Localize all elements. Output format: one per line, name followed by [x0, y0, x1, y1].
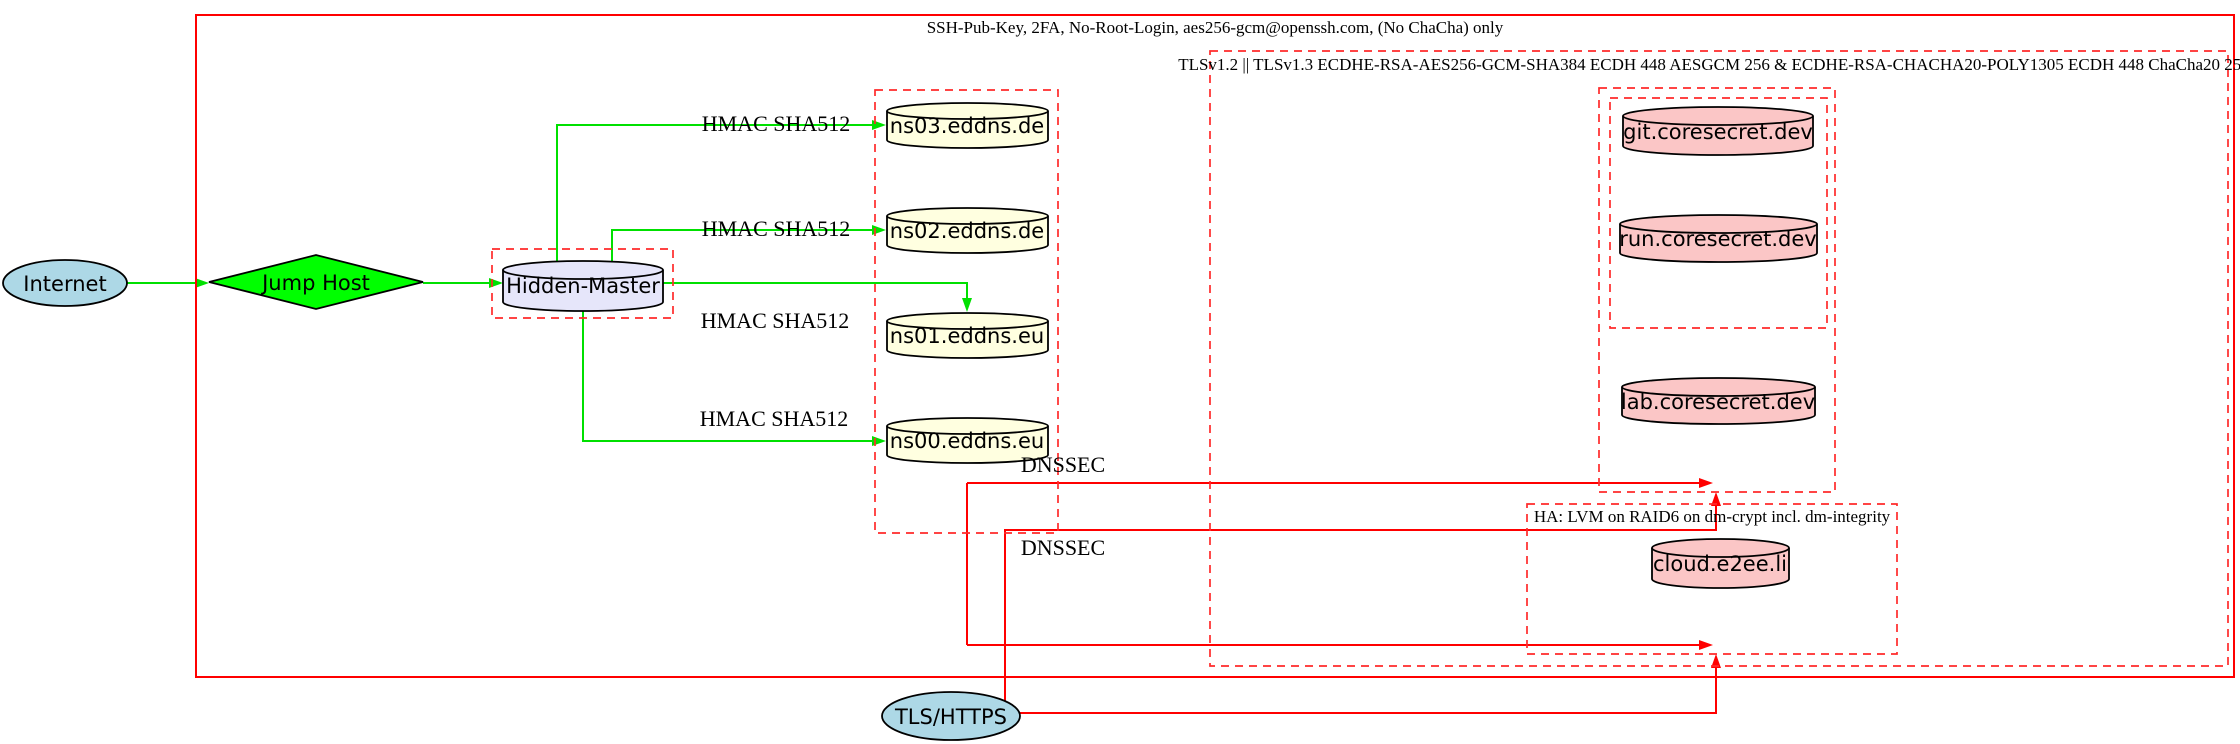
ns03-label: ns03.eddns.de	[890, 114, 1044, 138]
ha-zone-label: HA: LVM on RAID6 on dm-crypt incl. dm-in…	[1534, 507, 1891, 526]
node-cloud-e2ee	[1651, 538, 1790, 589]
cluster-nameservers-box	[874, 89, 1059, 534]
ns02-label: ns02.eddns.de	[890, 219, 1044, 243]
jump-host-label: Jump Host	[260, 271, 370, 295]
cluster-ha-zone-box	[1526, 503, 1898, 655]
run-label: run.coresecret.dev	[1619, 227, 1817, 251]
node-ns02	[886, 207, 1049, 254]
hmac-label-ns03: HMAC SHA512	[702, 111, 851, 136]
node-git-coresecret	[1622, 106, 1814, 156]
tls-zone-label: TLSv1.2 || TLSv1.3 ECDHE-RSA-AES256-GCM-…	[1178, 55, 2240, 74]
edge-hiddenmaster-to-ns03	[556, 120, 886, 266]
ns00-label: ns00.eddns.eu	[890, 429, 1044, 453]
hmac-label-ns01: HMAC SHA512	[701, 308, 850, 333]
ssh-zone-label: SSH-Pub-Key, 2FA, No-Root-Login, aes256-…	[927, 18, 1504, 37]
edge-tlshttps-to-e2ee	[1020, 654, 1721, 714]
node-hidden-master	[502, 260, 664, 312]
node-jump-host	[208, 254, 424, 310]
dnssec-label-1: DNSSEC	[1021, 452, 1105, 477]
dnssec-label-2: DNSSEC	[1021, 535, 1105, 560]
cloud-label: cloud.e2ee.li	[1653, 552, 1787, 576]
node-run-coresecret	[1619, 214, 1818, 263]
cluster-hidden-master-box	[491, 248, 674, 319]
node-ns01	[886, 312, 1049, 359]
node-tls-https	[881, 691, 1021, 741]
edge-internet-to-jumphost	[127, 278, 209, 288]
lab-label: lab.coresecret.dev	[1621, 390, 1815, 414]
cluster-ssh-zone-box	[195, 14, 2235, 678]
edge-hiddenmaster-to-ns01	[663, 282, 972, 312]
hmac-label-ns02: HMAC SHA512	[702, 216, 851, 241]
edge-dnssec-to-coresecret	[966, 478, 1713, 645]
edge-tlshttps-to-coresecret	[1004, 492, 1721, 702]
hidden-master-label: Hidden-Master	[506, 274, 660, 298]
tls-https-label: TLS/HTTPS	[894, 705, 1007, 729]
cluster-tls-zone-box	[1209, 50, 2229, 667]
node-lab-coresecret	[1621, 377, 1816, 425]
ns01-label: ns01.eddns.eu	[890, 324, 1044, 348]
edge-dnssec-to-e2ee	[967, 640, 1713, 650]
hmac-label-ns00: HMAC SHA512	[700, 406, 849, 431]
edge-jumphost-to-hiddenmaster	[423, 278, 503, 288]
git-label: git.coresecret.dev	[1623, 120, 1813, 144]
node-internet	[2, 259, 128, 307]
node-ns03	[886, 102, 1049, 149]
cluster-coresecret-outer-box	[1598, 87, 1836, 493]
internet-label: Internet	[23, 272, 106, 296]
node-ns00	[886, 417, 1049, 464]
